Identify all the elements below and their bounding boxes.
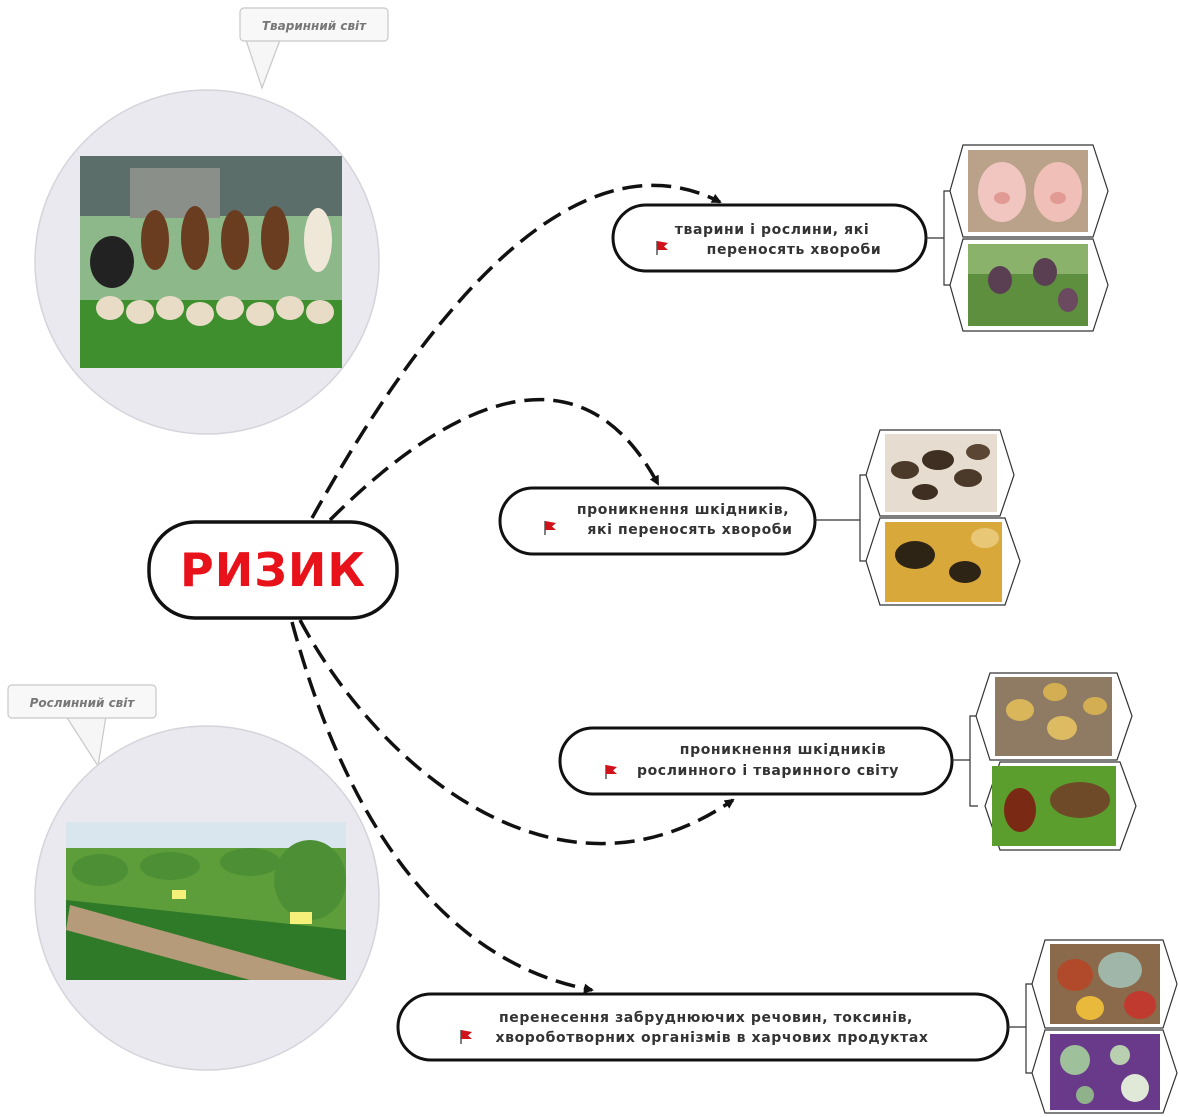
callout-label: Рослинний світ bbox=[30, 696, 136, 710]
branch-label-line-1: проникнення шкідників, bbox=[577, 502, 789, 518]
arrow-to-branch-1 bbox=[310, 183, 722, 519]
moldy-food-photo bbox=[1050, 944, 1160, 1024]
beetles-photo bbox=[885, 522, 1002, 602]
branch-topic-2[interactable]: проникнення шкідників, які переносять хв… bbox=[498, 486, 817, 556]
bugs-photo bbox=[992, 766, 1116, 846]
branch-4-image-group bbox=[1008, 939, 1178, 1114]
crop-field-photo bbox=[66, 822, 346, 980]
branch-3-image-group bbox=[952, 672, 1137, 851]
flag-icon bbox=[605, 765, 617, 779]
central-topic[interactable]: РИЗИК bbox=[147, 520, 399, 620]
branch-topic-box bbox=[498, 486, 817, 556]
branch-label-line-2: переносять хвороби bbox=[707, 242, 882, 258]
microbes-photo bbox=[1050, 1034, 1160, 1110]
relationship-arrows bbox=[290, 183, 735, 994]
branch-label-line-2: які переносять хвороби bbox=[587, 522, 792, 538]
arrow-to-branch-2 bbox=[328, 397, 660, 522]
flag-icon bbox=[460, 1030, 472, 1044]
flag-icon bbox=[656, 241, 668, 255]
branch-topic-1[interactable]: тварини і рослини, які переносять хвороб… bbox=[611, 203, 928, 273]
branch-topic-box bbox=[611, 203, 928, 273]
arrow-to-branch-4 bbox=[290, 621, 594, 994]
central-topic-box bbox=[147, 520, 399, 620]
pests-photo bbox=[885, 434, 997, 512]
central-topic-label: РИЗИК bbox=[180, 543, 366, 597]
branch-label-line-1: тварини і рослини, які bbox=[675, 222, 869, 238]
callout-animal-world: Тваринний світ bbox=[34, 7, 389, 435]
branch-topic-box bbox=[558, 726, 954, 796]
pigs-photo bbox=[968, 150, 1088, 232]
callout-label-box bbox=[239, 7, 389, 42]
branch-label-line-2: хвороботворних організмів в харчових про… bbox=[496, 1030, 929, 1046]
farm-animals-photo bbox=[80, 156, 342, 368]
branch-2-image-group bbox=[815, 429, 1021, 606]
branch-label-line-1: проникнення шкідників bbox=[680, 742, 886, 758]
branch-label-line-1: перенесення забруднюючих речовин, токсин… bbox=[499, 1010, 913, 1026]
branch-1-image-group bbox=[926, 144, 1109, 332]
flag-icon bbox=[544, 521, 556, 535]
callout-plant-world: Рослинний світ bbox=[7, 684, 380, 1071]
arrow-to-branch-3 bbox=[298, 619, 735, 846]
callout-label: Тваринний світ bbox=[262, 19, 367, 33]
branch-topic-3[interactable]: проникнення шкідників рослинного і твари… bbox=[558, 726, 954, 796]
branch-topic-4[interactable]: перенесення забруднюючих речовин, токсин… bbox=[396, 992, 1010, 1062]
mites-photo bbox=[995, 677, 1112, 756]
branch-label-line-2: рослинного і тваринного світу bbox=[637, 763, 899, 779]
flowers-photo bbox=[968, 244, 1088, 326]
callout-label-box bbox=[7, 684, 157, 719]
branch-topic-box bbox=[396, 992, 1010, 1062]
